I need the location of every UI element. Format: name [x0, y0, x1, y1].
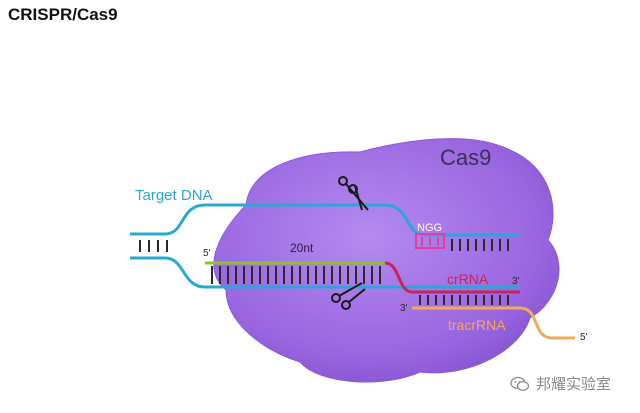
watermark-text: 邦耀实验室	[536, 375, 612, 393]
five-prime-right-label: 5'	[580, 332, 588, 343]
three-prime-crRNA-label: 3'	[512, 276, 520, 287]
pam-label: NGG	[417, 222, 442, 234]
crRNA-strand	[384, 261, 520, 294]
target-dna-label: Target DNA	[135, 187, 213, 204]
tracrRNA-label: tracrRNA	[448, 317, 506, 333]
scissors-top-icon	[338, 176, 369, 211]
nt20-label: 20nt	[290, 241, 314, 255]
dna-bottom-strand	[130, 256, 520, 289]
tracrRNA-strand	[412, 306, 575, 340]
dna-top-strand	[130, 203, 520, 237]
scissors-bottom-icon	[331, 282, 366, 310]
cas9-protein	[213, 138, 560, 383]
five-prime-left-label: 5'	[203, 248, 211, 259]
wechat-icon	[510, 376, 530, 391]
pam-box	[415, 233, 445, 249]
crRNA-label: crRNA	[447, 271, 489, 287]
three-prime-tracr-label: 3'	[400, 303, 408, 314]
page-title: CRISPR/Cas9	[8, 5, 118, 24]
right-basepair-ticks	[451, 239, 509, 251]
watermark: 邦耀实验室	[510, 373, 611, 394]
tracr-basepair-ticks	[419, 295, 509, 305]
left-basepair-ticks	[139, 240, 168, 252]
guide-basepair-ticks	[211, 266, 381, 284]
cas9-label: Cas9	[440, 145, 491, 170]
pam-ticks	[421, 237, 439, 246]
